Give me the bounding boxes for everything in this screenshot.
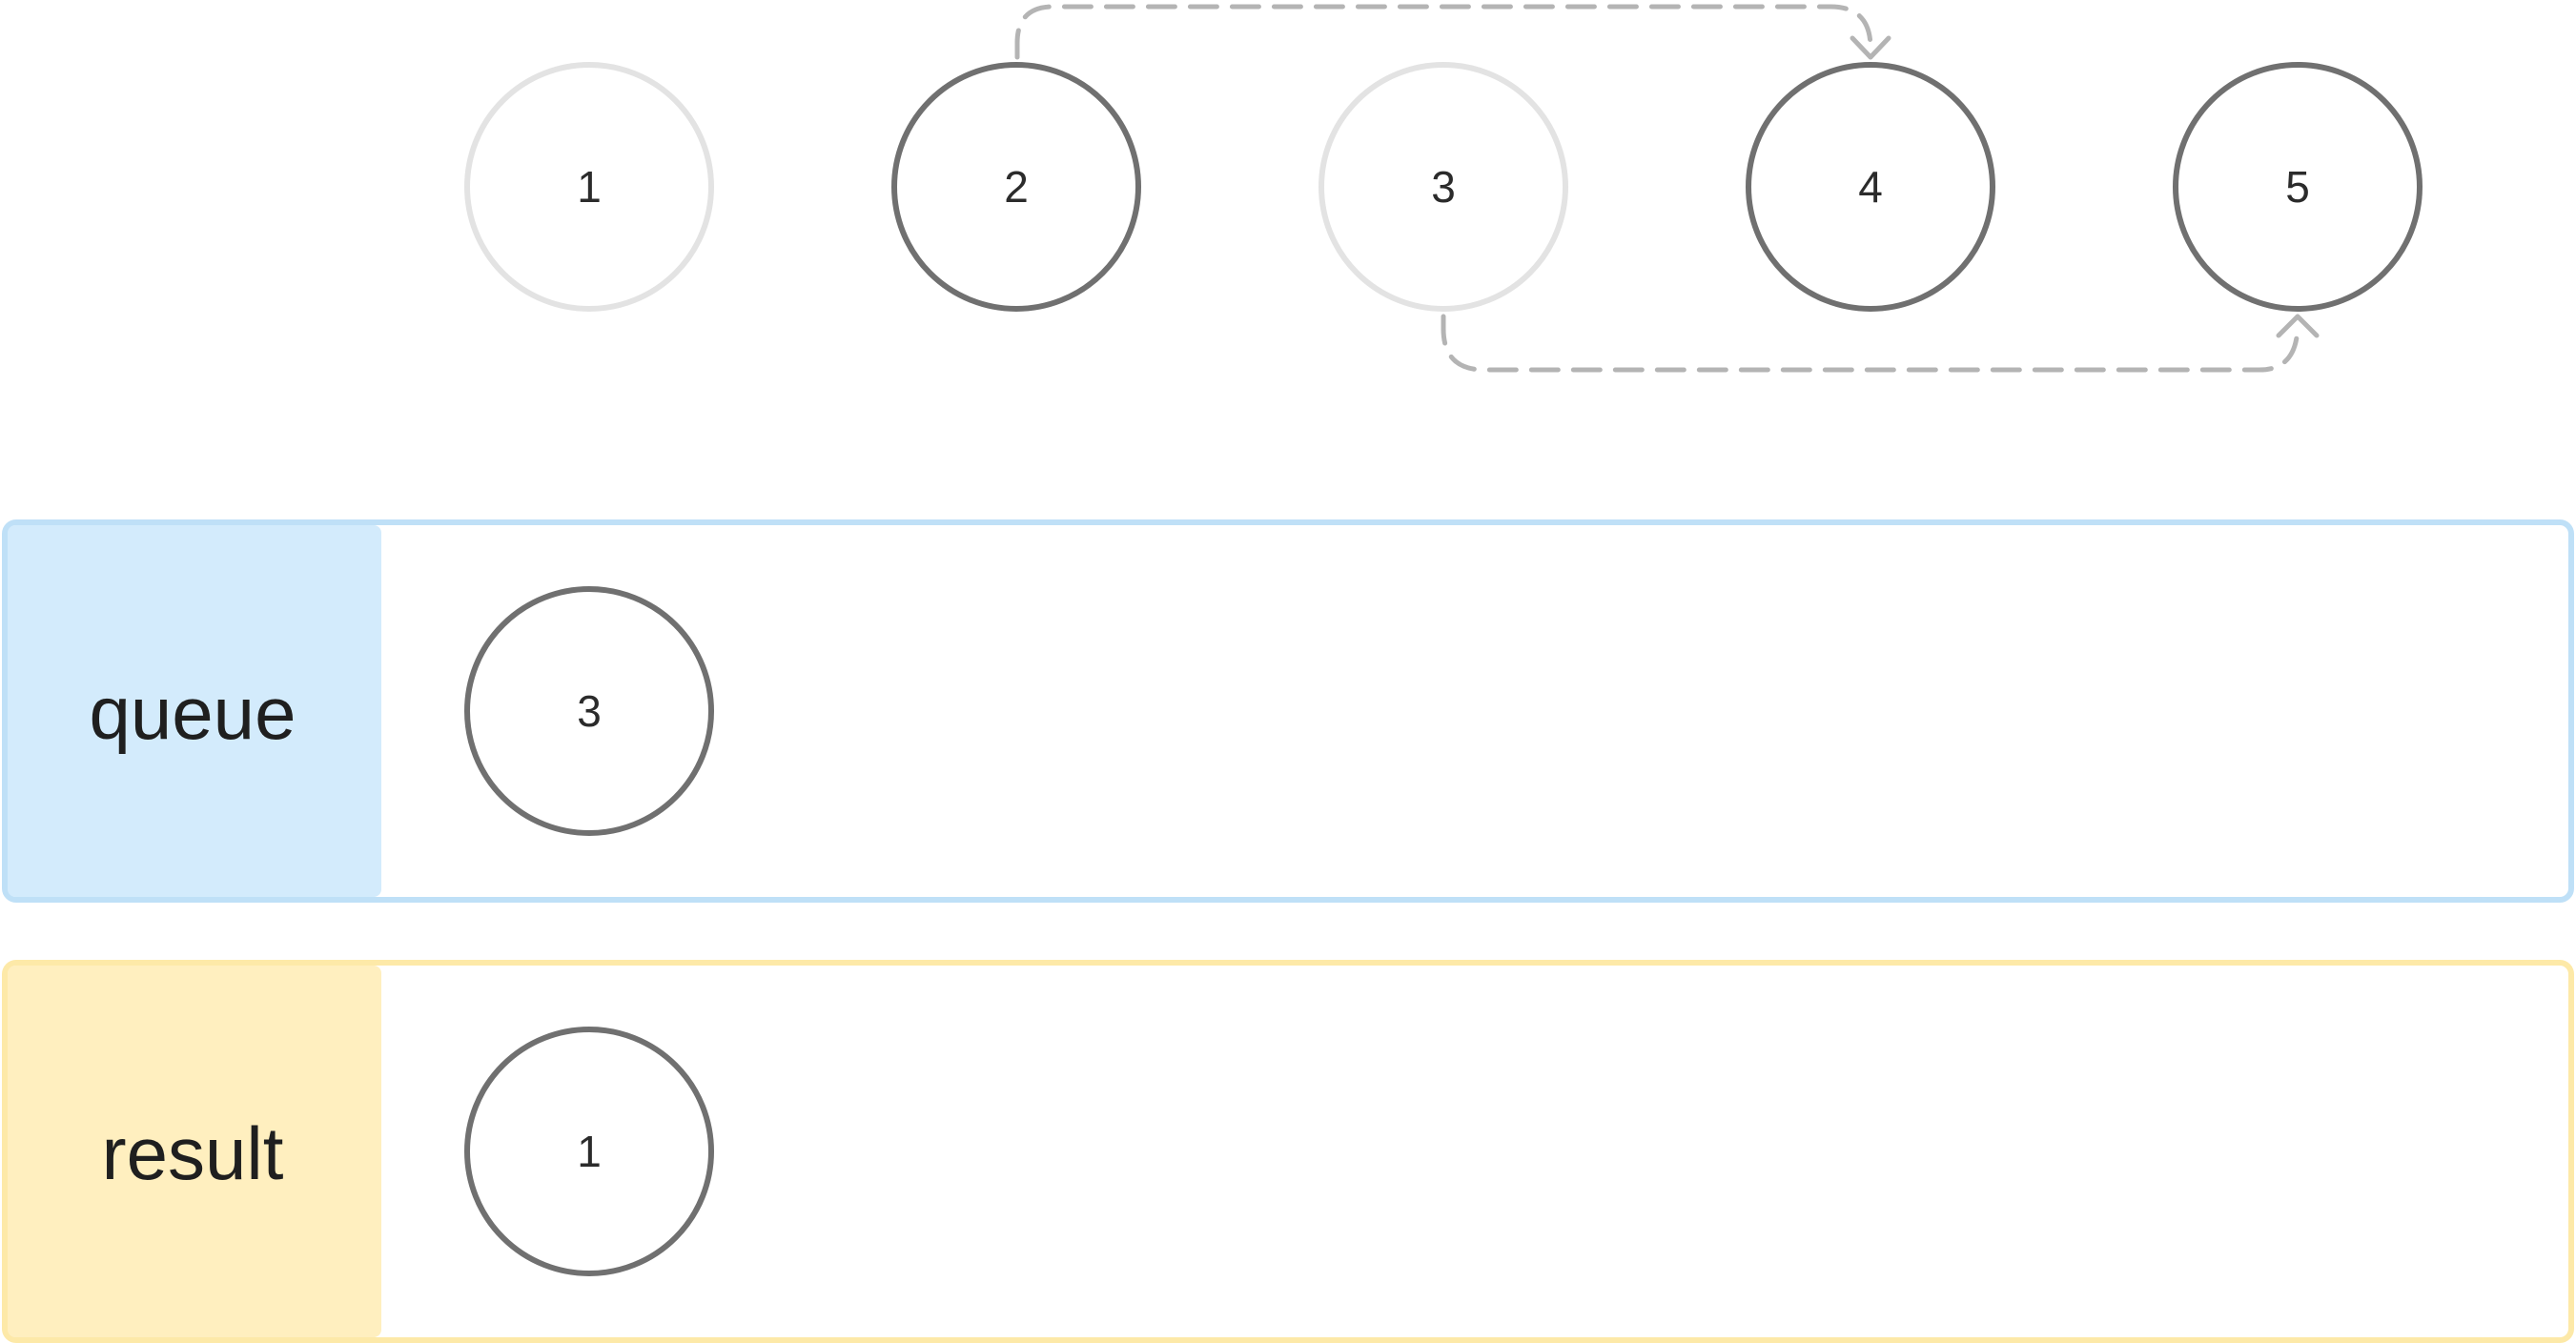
node-1: 1 [464,62,714,312]
node-3: 3 [1319,62,1568,312]
result-item-label: 1 [577,1127,602,1176]
queue-panel: queue 3 [2,519,2574,903]
result-item: 1 [464,1027,714,1276]
graph-nodes: 1 2 3 4 5 [464,62,2423,312]
queue-item-label: 3 [577,686,602,736]
node-4: 4 [1746,62,1995,312]
node-2: 2 [891,62,1141,312]
graph-edges [1014,4,2320,373]
node-2-label: 2 [1004,162,1029,212]
queue-item: 3 [464,586,714,836]
node-4-label: 4 [1858,162,1883,212]
edge-3-to-5 [1441,314,2320,373]
edge-2-to-4 [1014,4,1891,60]
node-5-label: 5 [2285,162,2310,212]
node-1-label: 1 [577,162,602,212]
result-panel: result 1 [2,960,2574,1343]
queue-label: queue [90,671,296,755]
result-label: result [102,1111,284,1195]
node-3-label: 3 [1431,162,1456,212]
node-5: 5 [2173,62,2423,312]
